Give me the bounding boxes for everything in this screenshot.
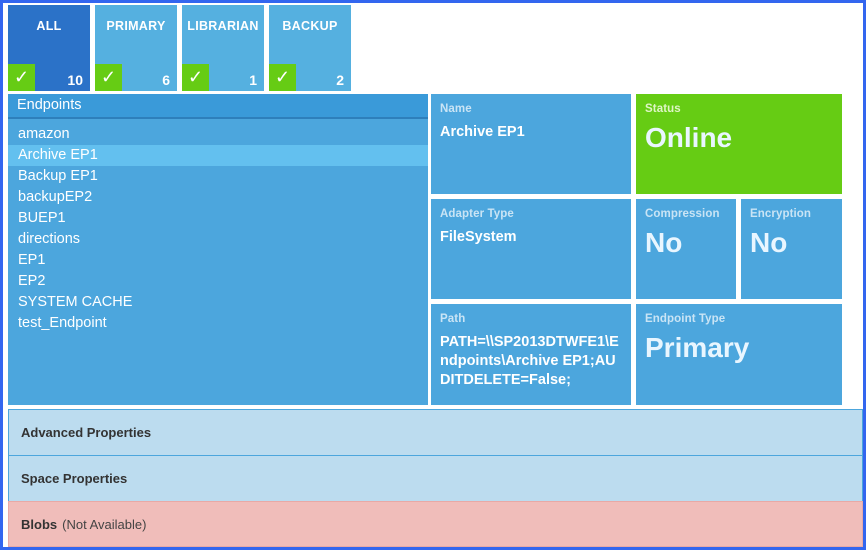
tile-name[interactable]: Name Archive EP1 [431,94,631,194]
endpoints-panel: Endpoints amazon Archive EP1 Backup EP1 … [8,94,428,405]
tab-primary[interactable]: PRIMARY ✓ 6 [95,5,177,91]
tab-backup[interactable]: BACKUP ✓ 2 [269,5,351,91]
tab-all[interactable]: ALL ✓ 10 [8,5,90,91]
accordion-blobs-label: Blobs [21,516,58,532]
check-icon[interactable]: ✓ [95,64,122,91]
tile-path-label: Path [440,313,466,325]
tile-endpoint-type-label: Endpoint Type [645,313,726,325]
tile-encryption-label: Encryption [750,208,812,220]
endpoint-filter-tabs: ALL ✓ 10 PRIMARY ✓ 6 LIBRARIAN ✓ 1 BACKU… [8,5,351,91]
tile-path-value: PATH=\\SP2013DTWFE1\Endpoints\Archive EP… [440,334,619,388]
accordion-blobs-status: (Not Available) [62,516,147,532]
list-item[interactable]: test_Endpoint [18,315,107,331]
tile-encryption-value: No [750,227,788,258]
check-icon[interactable]: ✓ [269,64,296,91]
tile-compression[interactable]: Compression No [636,199,736,299]
tile-endpoint-type-value: Primary [645,332,750,363]
tile-path[interactable]: Path PATH=\\SP2013DTWFE1\Endpoints\Archi… [431,304,631,405]
tile-name-label: Name [440,103,472,115]
accordion-space-properties[interactable]: Space Properties [8,455,863,501]
list-item[interactable]: backupEP2 [18,189,93,205]
check-icon[interactable]: ✓ [182,64,209,91]
tab-librarian-count: 1 [249,72,257,88]
properties-accordion: Advanced Properties Space Properties Blo… [8,409,863,547]
endpoints-list[interactable]: amazon Archive EP1 Backup EP1 backupEP2 … [8,119,428,334]
tile-compression-label: Compression [645,208,720,220]
tile-adapter-type-value: FileSystem [440,229,517,245]
list-item[interactable]: SYSTEM CACHE [18,294,133,310]
accordion-advanced-properties-label: Advanced Properties [21,425,152,440]
tab-librarian-label: LIBRARIAN [187,19,259,33]
tab-librarian[interactable]: LIBRARIAN ✓ 1 [182,5,264,91]
accordion-space-properties-label: Space Properties [21,471,128,486]
list-item[interactable]: EP1 [18,252,46,268]
list-item[interactable]: BUEP1 [18,210,66,226]
tile-compression-value: No [645,227,683,258]
tile-encryption[interactable]: Encryption No [741,199,842,299]
accordion-advanced-properties[interactable]: Advanced Properties [8,409,863,455]
tab-all-count: 10 [67,72,83,88]
tile-status[interactable]: Status Online [636,94,842,194]
accordion-blobs[interactable]: Blobs (Not Available) [8,501,863,547]
list-item[interactable]: amazon [18,126,70,142]
tile-adapter-type-label: Adapter Type [440,208,514,220]
list-item[interactable]: EP2 [18,273,46,289]
list-item[interactable]: directions [18,231,81,247]
tab-all-label: ALL [36,19,62,33]
tab-primary-count: 6 [162,72,170,88]
endpoint-detail-tiles: Name Archive EP1 Status Online Adapter T… [431,94,842,405]
tile-status-label: Status [645,103,681,115]
list-item-selected[interactable]: Archive EP1 [8,145,428,166]
check-icon[interactable]: ✓ [8,64,35,91]
tab-backup-label: BACKUP [282,19,338,33]
tile-endpoint-type[interactable]: Endpoint Type Primary [636,304,842,405]
endpoints-header: Endpoints [8,94,428,119]
tile-name-value: Archive EP1 [440,124,525,140]
tab-primary-label: PRIMARY [106,19,166,33]
tile-adapter-type[interactable]: Adapter Type FileSystem [431,199,631,299]
tab-backup-count: 2 [336,72,344,88]
list-item[interactable]: Backup EP1 [18,168,98,184]
status-badge: Online [645,122,733,153]
